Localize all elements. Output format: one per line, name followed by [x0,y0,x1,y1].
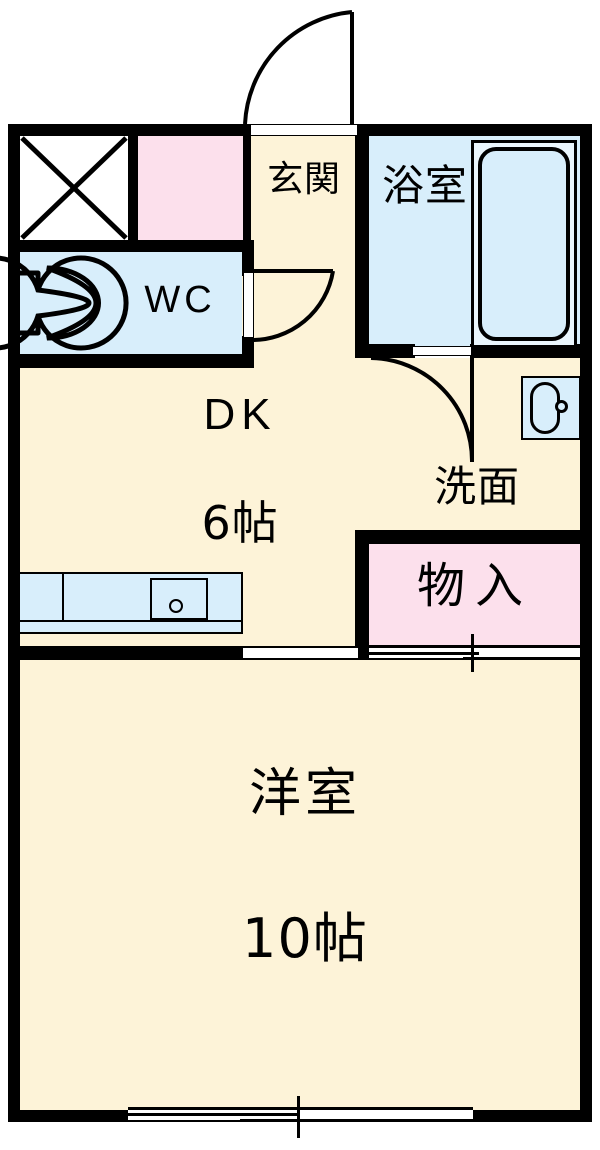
kitchen-counter [18,572,243,634]
label-closet: 物入 [416,558,533,614]
wall-partition-nub [8,646,22,660]
room-closet-fill [368,542,580,650]
label-bath: 浴室 [382,161,468,210]
wall-meter-entrance [243,136,251,240]
entrance-door-threshold [250,124,358,136]
wall-right [578,124,592,1122]
wall-wc-right [242,240,254,276]
wall-shaft-meter [128,136,138,240]
balcony-window-line-bot [240,1119,535,1122]
wall-bath-left [355,124,369,358]
wall-wc-bottom [8,354,254,368]
kitchen-counter-front-line [20,620,241,622]
closet-sliding-line-top [369,645,580,648]
label-bedroom: 洋室 [248,764,361,824]
room-entrance-fill [250,136,358,240]
bath-door-threshold [412,346,472,356]
label-wc: WC [144,279,216,321]
corridor-fill [240,240,360,368]
wall-closet-left [355,530,369,656]
wall-closet-top [355,530,592,544]
bathtub-inner [478,147,570,341]
closet-sliding-line-bot [463,657,580,660]
wall-left-lower [8,360,22,1122]
balcony-window-line-mid [128,1113,298,1116]
closet-sliding-line-mid [369,652,479,655]
balcony-window-line-top [128,1107,473,1110]
meter-box-fill [138,136,243,240]
wc-door-jamb [243,272,254,338]
closet-sliding-center-mark [471,634,474,672]
wall-above-wc [8,240,253,252]
wall-top-right [355,124,592,138]
kitchen-sink-drain-icon [169,599,183,613]
dk-bedroom-sliding-line-b [243,658,358,660]
shaft-fill [20,136,128,240]
balcony-window-gap[interactable] [128,1110,473,1120]
label-washroom: 洗面 [434,462,520,511]
label-dk: DK [203,390,277,439]
room-bedroom-fill [20,660,580,1110]
dk-bedroom-sliding-line-a [243,646,358,648]
kitchen-counter-divider [62,574,64,622]
dk-bedroom-sliding-gap[interactable] [243,648,358,658]
label-bedroom-area: 10帖 [242,907,368,970]
label-dk-area: 6帖 [201,496,279,550]
vanity-faucet-icon [555,400,568,413]
wall-top-left [8,124,253,138]
label-entrance: 玄関 [267,159,341,200]
entrance-door-swing-icon [243,10,354,125]
wall-bath-bottom-left [355,344,415,358]
balcony-window-center-mark [297,1096,300,1138]
